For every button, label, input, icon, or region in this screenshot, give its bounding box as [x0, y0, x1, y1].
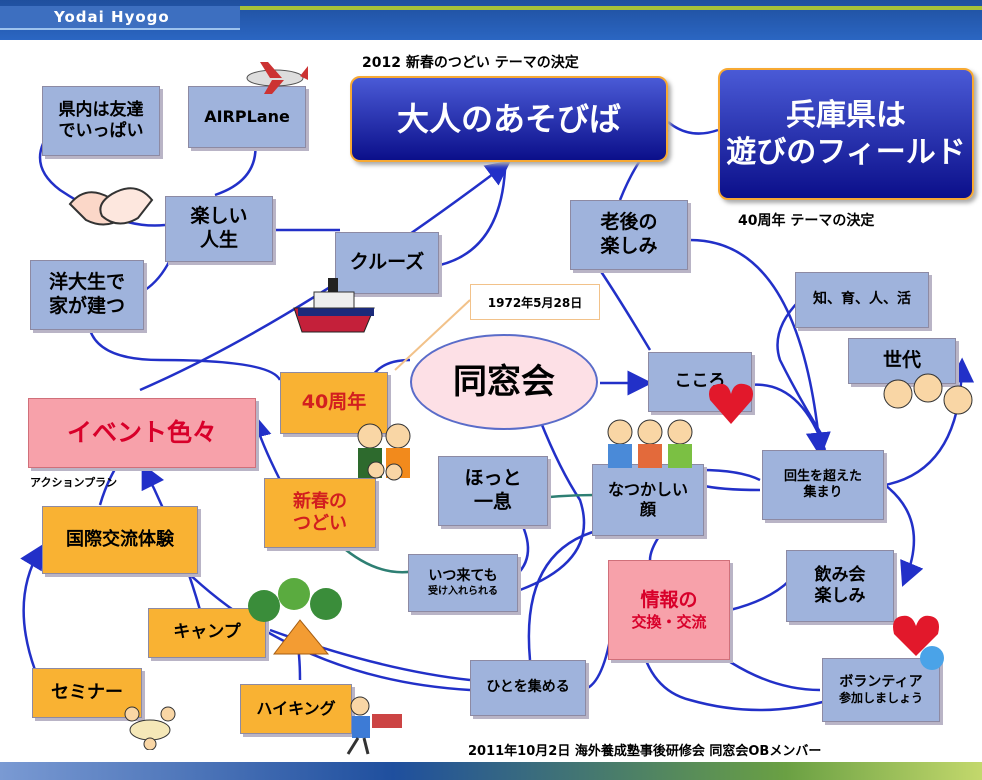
header-bar: Yodai Hyogo	[0, 0, 982, 40]
camp-tent-icon	[248, 578, 342, 655]
node-natsukashii: なつかしい 顔	[592, 464, 704, 536]
ship-icon	[293, 278, 375, 333]
hiker-icon	[346, 696, 402, 755]
node-hotto: ほっと 一息	[438, 456, 548, 526]
node-hiking: ハイキング	[240, 684, 352, 734]
theme-main-box: 大人のあそびば	[350, 76, 668, 162]
joho-main: 情報の	[640, 588, 698, 611]
family-icon	[357, 423, 411, 481]
volunteer-main: ボランティア	[839, 673, 923, 690]
heart-icon	[709, 383, 753, 424]
line-date-center	[394, 299, 471, 371]
line-kokoro-kaisei	[749, 383, 827, 451]
line-seminar-kokusai	[20, 543, 44, 671]
airplane-icon	[246, 62, 308, 94]
line-kaisei-natsukashii	[699, 483, 761, 492]
theme-40-box: 兵庫県は 遊びのフィールド	[718, 68, 974, 200]
line-natsukashii-joho	[648, 534, 662, 561]
footer-bar	[0, 762, 982, 780]
node-volunteer: ボランティア 参加しましょう	[822, 658, 940, 722]
line-kokusai-hito	[184, 569, 471, 692]
header-title: Yodai Hyogo	[54, 8, 170, 26]
node-kennai: 県内は友達 でいっぱい	[42, 86, 160, 156]
node-cruise: クルーズ	[335, 232, 439, 294]
line-shinshun-event	[247, 412, 282, 481]
date-label: 1972年5月28日	[470, 284, 600, 320]
volunteer-sub: 参加しましょう	[838, 691, 923, 706]
node-event: イベント色々	[28, 398, 256, 468]
children-icon	[607, 419, 693, 468]
node-hito: ひとを集める	[470, 660, 586, 716]
header-tab	[0, 6, 240, 30]
elders-icon	[883, 373, 973, 415]
caption-40: 40周年 テーマの決定	[738, 213, 875, 229]
center-dousoukai: 同窓会	[410, 334, 598, 430]
node-sedai: 世代	[848, 338, 956, 384]
top-caption: 2012 新春のつどい テーマの決定	[362, 55, 579, 71]
node-tanoshii: 楽しい 人生	[165, 196, 273, 262]
node-rougo: 老後の 楽しみ	[570, 200, 688, 270]
line-center-itsu	[519, 419, 586, 592]
line-youdai-event	[88, 329, 282, 381]
handshake-icon	[68, 187, 154, 226]
joho-sub: 交換・交流	[631, 612, 707, 631]
action-plan-label: アクションプラン	[30, 476, 118, 489]
line-event-theme	[139, 160, 511, 392]
line-airplane-tanoshii	[214, 139, 257, 197]
line-theme-theme40	[667, 121, 719, 135]
node-kokusai: 国際交流体験	[42, 506, 198, 574]
node-joho: 情報の 交換・交流	[608, 560, 730, 660]
header-stripe	[240, 6, 982, 10]
line-cruise-theme	[439, 169, 507, 267]
node-airplane: AIRPLane	[188, 86, 306, 148]
footer-caption: 2011年10月2日 海外養成塾事後研修会 同窓会OBメンバー	[468, 744, 822, 759]
balloon-icon	[893, 615, 944, 670]
line-natsukashii-kaisei	[699, 468, 761, 482]
node-chiiku: 知、育、人、活	[795, 272, 929, 328]
node-shinshun: 新春の つどい	[264, 478, 376, 548]
node-kaisei: 回生を超えた 集まり	[762, 450, 884, 520]
line-kaisei-nomikai	[884, 484, 924, 587]
line-joho-nomikai	[729, 579, 791, 612]
seminar-icon	[124, 706, 176, 750]
line-rougo-kaisei	[689, 238, 831, 458]
node-nomikai: 飲み会 楽しみ	[786, 550, 894, 622]
line-hito-natsukashii	[527, 528, 601, 661]
itsu-sub: 受け入れられる	[428, 585, 498, 597]
line-rougo-kokoro	[598, 269, 652, 351]
line-youdai-tanoshii	[144, 259, 172, 292]
node-seminar: セミナー	[32, 668, 142, 718]
line-chiiku-sedai	[776, 299, 827, 441]
line-volunteer-joho	[638, 639, 831, 712]
node-itsu: いつ来ても 受け入れられる	[408, 554, 518, 612]
itsu-main: いつ来ても	[428, 568, 498, 584]
node-camp: キャンプ	[148, 608, 266, 658]
node-youdai: 洋大生で 家が建つ	[30, 260, 144, 330]
